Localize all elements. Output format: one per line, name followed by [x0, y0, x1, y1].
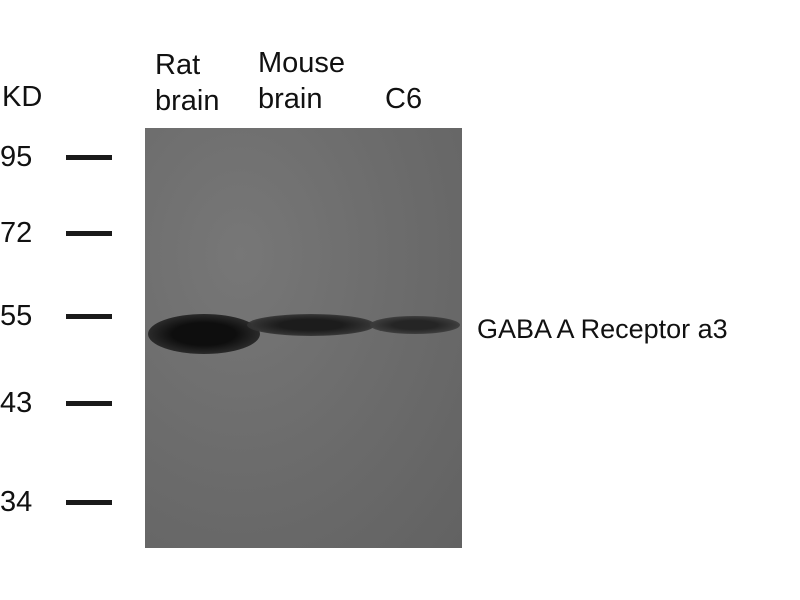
- lane-label-rat-line2: brain: [155, 85, 220, 117]
- marker-dash: [66, 500, 112, 505]
- marker-95: 95: [0, 141, 33, 173]
- marker-dash: [66, 231, 112, 236]
- marker-dash: [66, 155, 112, 160]
- blot-image: [145, 128, 462, 548]
- marker-34: 34: [0, 486, 33, 518]
- lane-label-c6: C6: [385, 83, 423, 115]
- marker-dash: [66, 314, 112, 319]
- lane-label-mouse-line2: brain: [258, 83, 323, 115]
- marker-55: 55: [0, 300, 33, 332]
- marker-72: 72: [0, 217, 33, 249]
- band-mouse-brain: [247, 314, 375, 336]
- marker-dash: [66, 401, 112, 406]
- band-c6: [370, 316, 460, 334]
- unit-label: KD: [2, 81, 43, 113]
- marker-43: 43: [0, 387, 33, 419]
- band-label: GABA A Receptor a3: [477, 314, 728, 344]
- lane-label-mouse-line1: Mouse: [258, 47, 346, 79]
- band-rat-brain: [148, 314, 260, 354]
- lane-label-rat-line1: Rat: [155, 49, 201, 81]
